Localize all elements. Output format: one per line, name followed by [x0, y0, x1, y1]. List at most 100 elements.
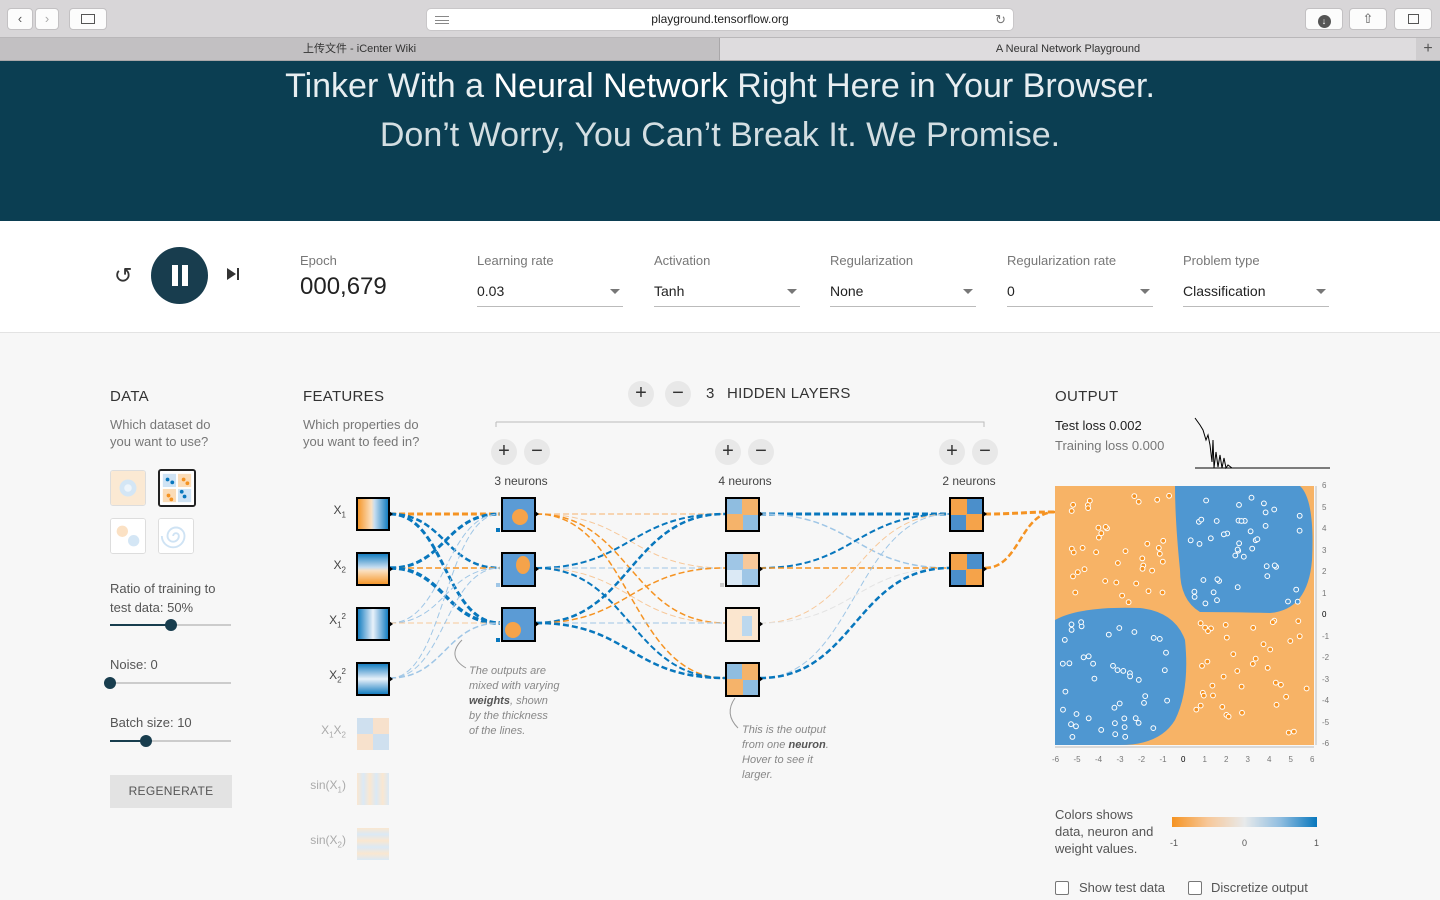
forward-button[interactable]: › — [35, 8, 59, 30]
add-neuron-layer-2-button[interactable]: + — [715, 439, 741, 465]
show-test-data-checkbox[interactable] — [1055, 881, 1069, 895]
output-heatmap[interactable] — [1055, 486, 1314, 745]
y-axis-tick: 4 — [1322, 524, 1327, 533]
tabs-overview-button[interactable] — [1394, 8, 1432, 30]
slider-knob[interactable] — [104, 677, 116, 689]
feature-node-x1-squared[interactable] — [356, 607, 390, 641]
remove-neuron-layer-3-button[interactable]: − — [972, 439, 998, 465]
chevron-down-icon — [787, 289, 797, 294]
problem-type-select[interactable]: Classification — [1183, 283, 1329, 307]
remove-neuron-layer-1-button[interactable]: − — [524, 439, 550, 465]
discretize-output-checkbox[interactable] — [1188, 881, 1202, 895]
epoch-label: Epoch — [300, 253, 337, 268]
reload-icon[interactable]: ↻ — [995, 12, 1006, 27]
activation-select[interactable]: Tanh — [654, 283, 800, 307]
feature-node-x2[interactable] — [356, 552, 390, 586]
feature-node-x1[interactable] — [356, 497, 390, 531]
reset-icon[interactable]: ↺ — [114, 263, 133, 288]
neuron-1-1[interactable] — [501, 497, 536, 532]
output-title: OUTPUT — [1055, 388, 1119, 405]
x-axis-tick: -1 — [1159, 755, 1167, 764]
tab-playground[interactable]: A Neural Network Playground — [720, 38, 1416, 60]
x-axis-tick: -4 — [1095, 755, 1103, 764]
noise-slider[interactable] — [104, 677, 231, 689]
dataset-gaussian[interactable] — [110, 518, 146, 554]
feature-nodes — [356, 497, 390, 860]
y-axis-tick: -5 — [1322, 717, 1330, 727]
tab-icenter-wiki[interactable]: 上传文件 - iCenter Wiki — [0, 38, 720, 60]
learning-rate-select[interactable]: 0.03 — [477, 283, 623, 307]
remove-layer-button[interactable]: − — [665, 381, 691, 407]
x-axis-tick: 1 — [1202, 755, 1207, 764]
add-neuron-layer-1-button[interactable]: + — [491, 439, 517, 465]
x-axis-tick: 6 — [1310, 755, 1315, 764]
regularization-rate-control: Regularization rate 0 — [1007, 253, 1153, 307]
pause-button[interactable] — [151, 247, 208, 304]
download-icon: ↓ — [1317, 15, 1331, 28]
slider-knob[interactable] — [140, 735, 153, 747]
reader-icon — [435, 16, 449, 24]
x-axis-tick: 5 — [1288, 755, 1293, 764]
hidden-links-1 — [535, 512, 726, 680]
browser-toolbar: ‹ › playground.tensorflow.org ↻ ↓ ⇧ — [0, 0, 1440, 38]
ratio-slider[interactable] — [110, 619, 231, 631]
neuron-2-1[interactable] — [725, 497, 760, 532]
neuron-2-2[interactable] — [725, 552, 760, 587]
back-button[interactable]: ‹ — [7, 8, 33, 30]
y-axis-tick: 2 — [1322, 567, 1327, 576]
feature-node-sin-x2[interactable] — [357, 828, 389, 860]
remove-neuron-layer-2-button[interactable]: − — [748, 439, 774, 465]
sidebar-toggle-button[interactable] — [69, 8, 107, 30]
dataset-circle[interactable] — [110, 470, 146, 506]
noise-label: Noise: 0 — [110, 657, 158, 672]
downloads-button[interactable]: ↓ — [1305, 8, 1343, 30]
batch-size-label: Batch size: 10 — [110, 715, 192, 730]
regularization-rate-select[interactable]: 0 — [1007, 283, 1153, 307]
x-axis-tick: -5 — [1073, 755, 1081, 764]
sidebar-icon — [81, 14, 95, 24]
neuron-2-3[interactable] — [725, 607, 760, 642]
loss-chart — [1194, 417, 1330, 470]
x-axis-tick: -2 — [1138, 755, 1146, 764]
address-bar[interactable]: playground.tensorflow.org ↻ — [426, 8, 1014, 31]
activation-control: Activation Tanh — [654, 253, 800, 307]
feature-node-x2-squared[interactable] — [356, 662, 390, 696]
x-axis-tick: 2 — [1224, 755, 1229, 764]
layer-2-neuron-count: 4 neurons — [718, 474, 772, 488]
neuron-1-3[interactable] — [501, 607, 536, 642]
new-tab-button[interactable]: + — [1423, 40, 1433, 57]
x-axis-tick: 3 — [1245, 755, 1250, 764]
neuron-2-4[interactable] — [725, 662, 760, 697]
add-neuron-layer-3-button[interactable]: + — [939, 439, 965, 465]
x-axis-tick: 0 — [1181, 755, 1186, 764]
tab-bar: 上传文件 - iCenter Wiki A Neural Network Pla… — [0, 38, 1440, 61]
share-button[interactable]: ⇧ — [1349, 8, 1387, 30]
feature-node-x1x2[interactable] — [357, 718, 389, 750]
neuron-1-2[interactable] — [501, 552, 536, 587]
feature-label-sin-x2: sin(X2) — [310, 833, 346, 850]
y-axis-tick: -1 — [1322, 631, 1330, 641]
feature-label-x1-squared: X12 — [329, 612, 346, 630]
controls-bar: ↺ Epoch 000,679 Learning rate 0.03 Activ… — [0, 221, 1440, 333]
neuron-3-2[interactable] — [949, 552, 984, 587]
batch-size-slider[interactable] — [110, 735, 231, 747]
regenerate-button[interactable]: REGENERATE — [110, 775, 232, 808]
chevron-down-icon — [1140, 289, 1150, 294]
hero-banner: Tinker With a Neural Network Right Here … — [0, 61, 1440, 221]
y-axis-tick: 3 — [1322, 545, 1327, 555]
dataset-xor[interactable] — [158, 469, 196, 507]
y-axis-tick: 5 — [1322, 502, 1327, 512]
epoch-value: 000,679 — [300, 273, 387, 300]
regularization-select[interactable]: None — [830, 283, 976, 307]
y-axis-tick: 1 — [1322, 588, 1327, 598]
step-icon[interactable] — [226, 267, 240, 281]
neuron-3-1[interactable] — [949, 497, 984, 532]
x-axis-tick: -6 — [1052, 755, 1060, 764]
feature-node-sin-x1[interactable] — [357, 773, 389, 805]
add-layer-button[interactable]: + — [628, 381, 654, 407]
slider-knob[interactable] — [164, 619, 177, 631]
feature-label-x1: X1 — [333, 503, 346, 520]
dataset-spiral[interactable] — [158, 518, 194, 554]
chevron-down-icon — [1316, 289, 1326, 294]
